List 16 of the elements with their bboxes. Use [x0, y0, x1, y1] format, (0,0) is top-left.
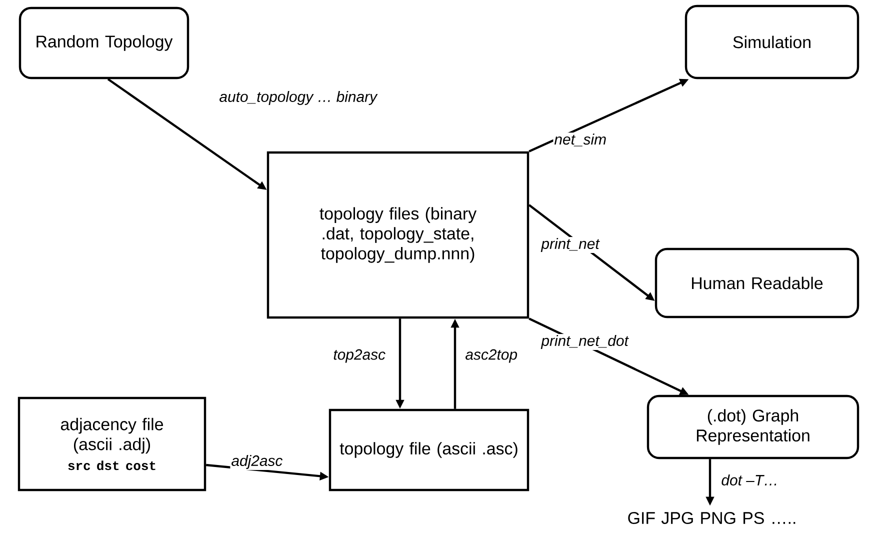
process-box: adjacency file (ascii .adj) src dst cost — [18, 396, 206, 492]
edge-label: top2asc — [332, 348, 387, 364]
process-box: topology file (ascii .asc) — [328, 408, 530, 492]
edge-label: dot –T… — [720, 474, 780, 486]
output-text: GIF JPG PNG PS ….. — [628, 512, 796, 524]
edge-label: print_net — [540, 237, 600, 253]
edge-label: auto_topology … binary — [218, 90, 378, 106]
rounded-box: Simulation — [684, 4, 860, 80]
edge-label: adj2asc — [230, 454, 284, 470]
rounded-box: Random Topology — [18, 6, 190, 80]
rounded-box: (.dot) Graph Representation — [646, 394, 860, 460]
edge-label: net_sim — [553, 132, 608, 148]
edge-label: asc2top — [464, 348, 519, 364]
rounded-box: Human Readable — [654, 248, 860, 318]
edge-label: print_net_dot — [540, 334, 630, 350]
process-box: topology files (binary .dat, topology_state, topology_dump.nnn) — [266, 151, 530, 319]
